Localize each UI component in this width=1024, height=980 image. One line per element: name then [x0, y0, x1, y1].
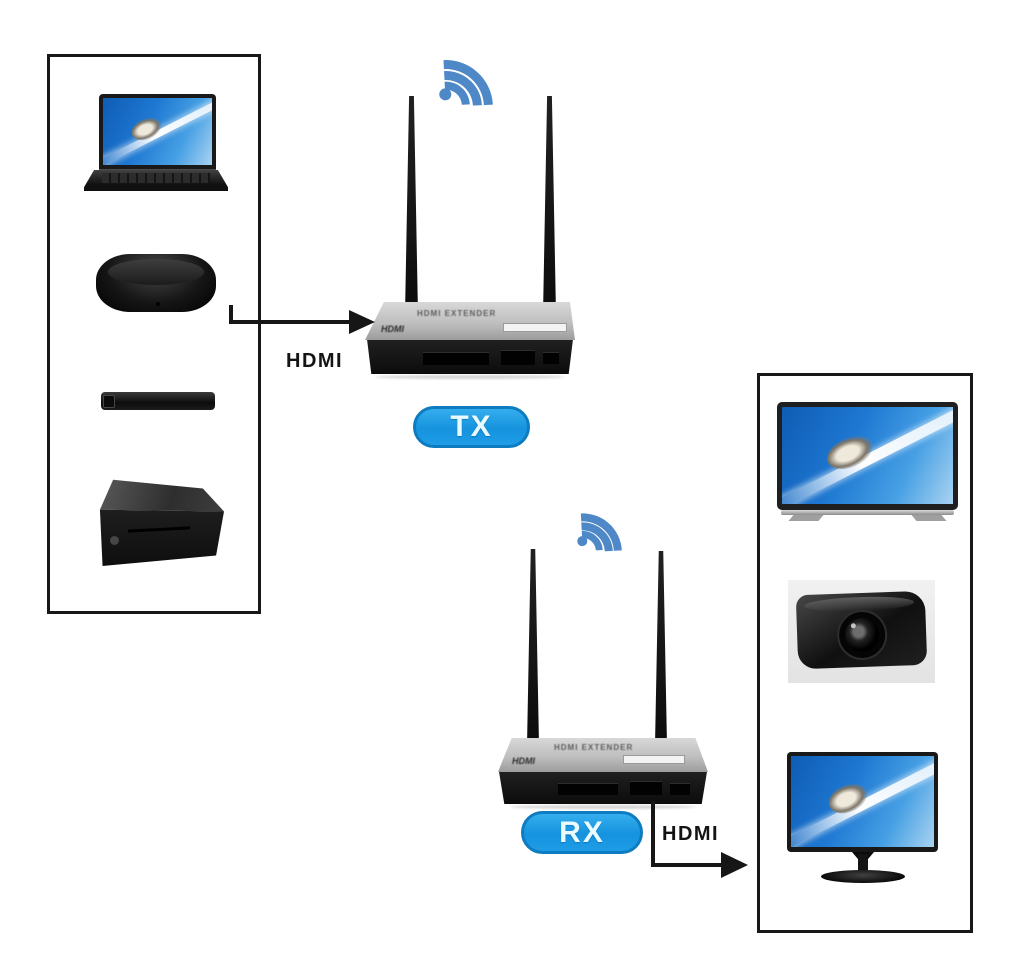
monitor-frame [787, 752, 938, 852]
transmitter-shadow [375, 375, 565, 379]
tv-wallpaper [782, 407, 953, 504]
rx-badge-label: RX [559, 815, 605, 849]
wifi-icon [527, 494, 638, 608]
transmitter-label-strip [503, 323, 567, 332]
projector-lens [836, 609, 889, 661]
tv-icon [777, 402, 962, 524]
transmitter-top-panel [365, 302, 575, 340]
projector-icon [788, 580, 935, 683]
tx-antenna-right [543, 96, 556, 304]
tx-antenna-left [405, 96, 418, 304]
transmitter-ports [543, 352, 559, 364]
projector-body [795, 590, 928, 670]
rx-to-display-arrow-line [651, 863, 723, 867]
source-to-tx-arrow-line [229, 320, 351, 324]
tv-frame [777, 402, 958, 510]
tx-badge: TX [413, 406, 530, 448]
receiver-marking: HDMI EXTENDER [554, 743, 634, 752]
monitor-stand-neck [858, 854, 868, 872]
monitor-wallpaper [791, 756, 934, 847]
laptop-wallpaper [103, 98, 212, 165]
laptop-screen [99, 94, 216, 171]
rx-to-display-arrow-vertical [651, 801, 655, 867]
receiver-ports [670, 783, 690, 795]
tx-badge-label: TX [450, 410, 493, 443]
monitor-icon [787, 750, 939, 896]
monitor-stand-base [821, 870, 905, 883]
projector-lens-glass [844, 617, 880, 653]
tv-leg-right [911, 515, 947, 521]
media-stick-port [103, 395, 115, 408]
rx-antenna-left [527, 549, 539, 739]
dvd-player-front [99, 509, 224, 566]
transmitter-ports [423, 352, 489, 365]
hdmi-logo: HDMI [381, 324, 404, 334]
rx-to-display-arrowhead-icon [721, 852, 748, 878]
receiver-shadow [510, 805, 696, 809]
source-to-tx-arrow-vertical [229, 305, 233, 324]
hdmi-cable-label-display: HDMI [662, 823, 720, 845]
hdmi-cable-label-source: HDMI [286, 350, 344, 372]
hdmi-logo: HDMI [512, 756, 535, 766]
dvd-player-icon [92, 478, 224, 566]
tv-bottom-strip [781, 510, 954, 515]
media-stick-icon [101, 392, 215, 410]
transmitter-device: HDMI EXTENDER HDMI [365, 300, 575, 380]
receiver-label-strip [623, 755, 685, 764]
rx-antenna-right [655, 551, 667, 739]
rx-badge: RX [521, 811, 643, 854]
wifi-icon [379, 38, 513, 174]
receiver-device: HDMI EXTENDER HDMI [498, 735, 708, 811]
receiver-ports [558, 783, 618, 795]
receiver-ports [630, 781, 662, 795]
transmitter-marking: HDMI EXTENDER [417, 309, 497, 318]
streaming-box-led [156, 301, 160, 306]
transmitter-ports [501, 350, 535, 365]
streaming-box-icon [96, 254, 216, 312]
tv-leg-left [788, 515, 824, 521]
dvd-player-button [110, 536, 119, 545]
streaming-box-top [108, 258, 204, 286]
source-to-tx-arrowhead-icon [349, 310, 375, 334]
laptop-keyboard [102, 173, 210, 183]
laptop-icon [84, 92, 228, 196]
